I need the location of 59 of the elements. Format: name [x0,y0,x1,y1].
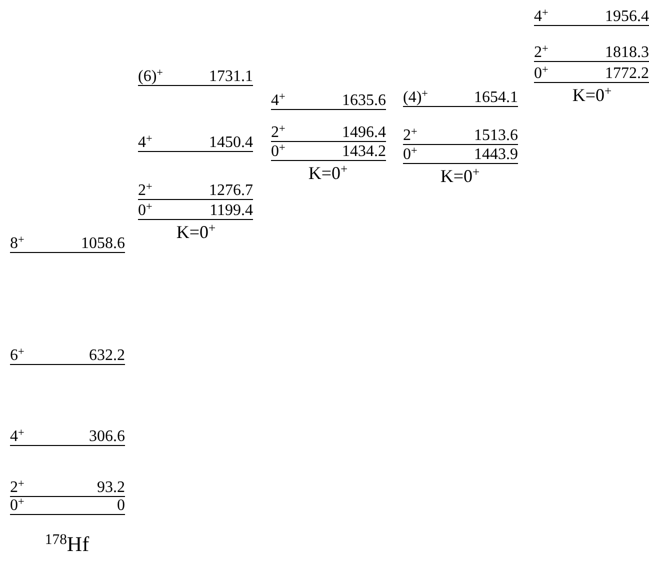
spin-parity-label: 4$^{+}$ [534,8,548,25]
spin-parity-label: 8$^{+}$ [10,235,24,252]
spin-parity-label: 0$^{+}$ [271,143,286,160]
energy-value: 1496.4 [342,124,386,141]
energy-level-line [403,145,518,164]
energy-value: 0 [117,497,125,514]
spin-parity-label: 0$^{+}$ [534,65,548,82]
energy-value: 1199.4 [210,202,253,219]
energy-value: 1434.2 [342,143,386,160]
spin-parity-label: (6)$^{+}$ [138,68,163,85]
energy-level-line [10,427,125,446]
spin-parity-label: 2$^{+}$ [138,182,152,199]
band-label: K=0$^{+}$ [572,85,612,105]
nucleus-label: $^{178}$Hf [44,531,90,558]
energy-value: 1654.1 [474,89,518,106]
energy-level-line [138,133,253,152]
energy-level-line [403,126,518,145]
spin-parity-label: (4)$^{+}$ [403,89,428,106]
energy-level-line [534,43,649,62]
band-label: K=0$^{+}$ [308,163,348,183]
energy-level-line [10,478,125,497]
energy-value: 632.2 [89,347,125,364]
spin-parity-label: 6$^{+}$ [10,347,24,364]
band-label: K=0$^{+}$ [440,166,480,186]
energy-level-line [138,181,253,200]
spin-parity-label: 4$^{+}$ [271,92,286,109]
energy-value: 1956.4 [605,8,649,25]
energy-value: 1731.1 [209,68,253,85]
energy-value: 1818.3 [605,44,649,61]
spin-parity-label: 2$^{+}$ [271,124,286,141]
energy-value: 1635.6 [342,92,386,109]
energy-level-line [534,64,649,83]
spin-parity-label: 4$^{+}$ [138,134,152,151]
energy-level-line [10,346,125,365]
energy-level-line [10,496,125,515]
spin-parity-label: 2$^{+}$ [534,44,548,61]
spin-parity-label: 0$^{+}$ [10,497,24,514]
energy-level-line [534,7,649,26]
energy-level-line [138,67,253,86]
energy-value: 93.2 [97,479,125,496]
spin-parity-label: 2$^{+}$ [10,479,24,496]
energy-level-line [271,91,386,110]
energy-level-line [403,88,518,107]
energy-value: 1450.4 [209,134,253,151]
energy-level-line [10,234,125,253]
spin-parity-label: 0$^{+}$ [138,202,152,219]
energy-level-line [271,123,386,142]
energy-level-line [138,201,253,220]
energy-value: 1513.6 [474,127,518,144]
energy-value: 1772.2 [605,65,649,82]
energy-value: 306.6 [89,428,125,445]
spin-parity-label: 2$^{+}$ [403,127,418,144]
band-label: K=0$^{+}$ [176,222,216,242]
energy-value: 1058.6 [81,235,125,252]
energy-value: 1443.9 [474,146,518,163]
energy-value: 1276.7 [209,182,253,199]
spin-parity-label: 4$^{+}$ [10,428,24,445]
spin-parity-label: 0$^{+}$ [403,146,418,163]
energy-level-line [271,142,386,161]
